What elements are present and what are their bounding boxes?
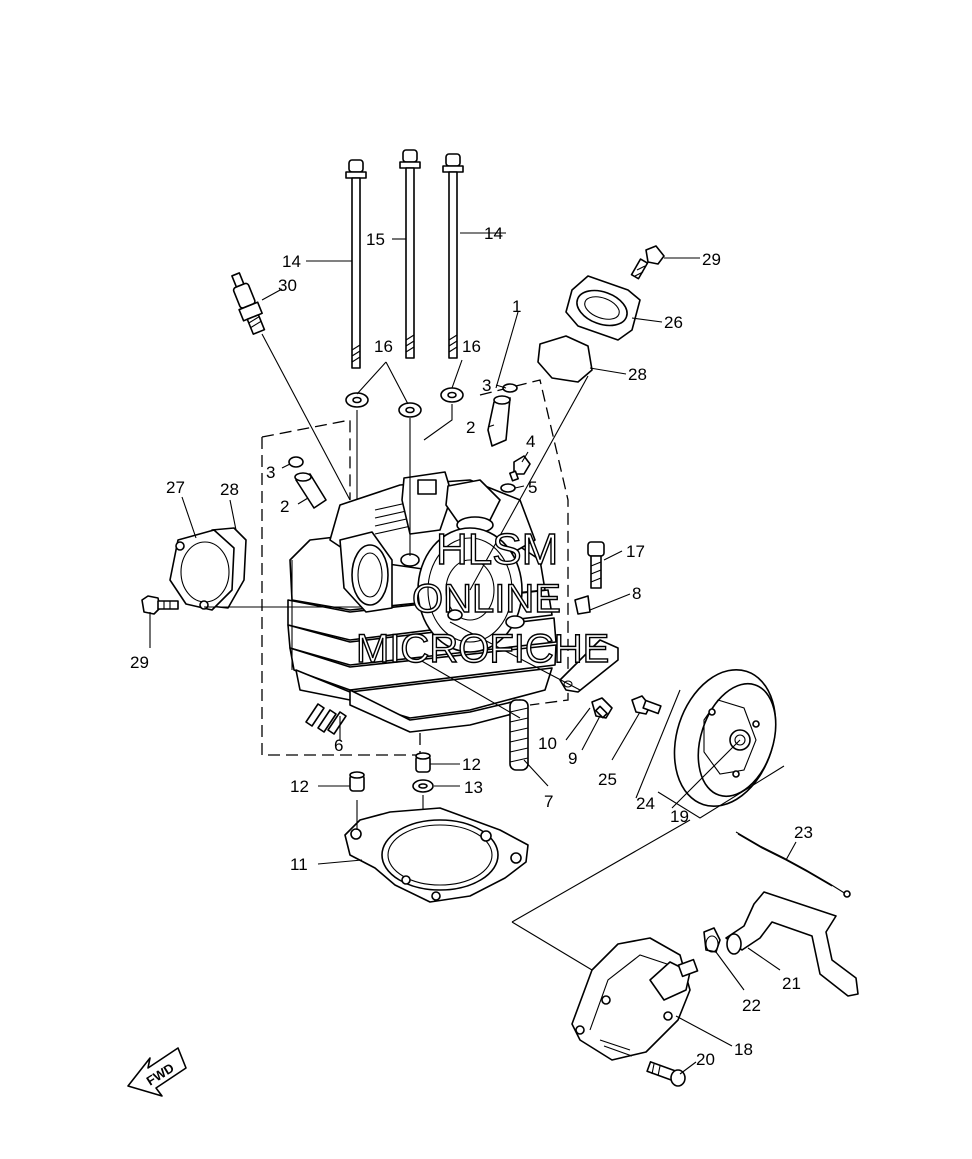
callout-14-right: 14 [484, 224, 503, 243]
bolt-4[interactable] [509, 455, 531, 482]
callout-2-left: 2 [280, 497, 289, 516]
assembly-boundary [261, 379, 569, 756]
callout-6: 6 [334, 736, 343, 755]
watermark-line1: HLSM [436, 525, 558, 574]
callout-16-left: 16 [374, 337, 393, 356]
callout-3-right: 3 [482, 376, 491, 395]
callout-2-right: 2 [466, 418, 475, 437]
dowel-pins-6[interactable] [305, 703, 347, 735]
callout-29-right: 29 [702, 250, 721, 269]
watermark-line2: ONLINE [412, 577, 561, 621]
spring-7[interactable] [509, 699, 529, 771]
callout-10: 10 [538, 734, 557, 753]
callout-21: 21 [782, 974, 801, 993]
group-line-19 [657, 765, 785, 819]
callout-14-left: 14 [282, 252, 301, 271]
callout-29-left: 29 [130, 653, 149, 672]
dowel-12-left[interactable] [349, 771, 365, 792]
group-line-18 [511, 819, 691, 971]
bracket-8[interactable] [559, 595, 619, 693]
callout-26: 26 [664, 313, 683, 332]
callout-23: 23 [794, 823, 813, 842]
cylinder-head[interactable] [287, 471, 557, 733]
valve-guide-right[interactable] [487, 395, 511, 447]
callout-17: 17 [626, 542, 645, 561]
valve-cover-27[interactable] [169, 529, 235, 611]
washer-16-middle[interactable] [398, 402, 422, 418]
callout-7: 7 [544, 792, 553, 811]
spark-plug[interactable] [226, 271, 268, 336]
callout-22: 22 [742, 996, 761, 1015]
breather-hose-21[interactable] [725, 891, 859, 997]
bolt-17[interactable] [587, 541, 605, 589]
bolt-20[interactable] [646, 1061, 686, 1087]
circlip-right[interactable] [502, 383, 518, 393]
callout-12-right: 12 [462, 755, 481, 774]
washer-16-left[interactable] [345, 392, 369, 408]
bolt-25[interactable] [631, 695, 662, 715]
callout-20: 20 [696, 1050, 715, 1069]
circlip-left[interactable] [288, 456, 304, 468]
valve-guide-left[interactable] [294, 472, 327, 509]
callout-28-left: 28 [220, 480, 239, 499]
leader-lines [149, 232, 797, 1075]
head-bolt-right[interactable] [442, 153, 464, 359]
bolt-29-right[interactable] [630, 245, 665, 280]
fwd-arrow-icon: FWD [127, 1047, 187, 1097]
cable-band-23[interactable] [735, 831, 851, 898]
callout-8: 8 [632, 584, 641, 603]
callout-25: 25 [598, 770, 617, 789]
washer-16-right[interactable] [440, 387, 464, 403]
callout-1: 1 [512, 297, 521, 316]
bolt-29-left[interactable] [141, 595, 179, 615]
gasket-28-right[interactable] [537, 335, 593, 383]
callout-28-right: 28 [628, 365, 647, 384]
callout-15: 15 [366, 230, 385, 249]
head-bolt-left[interactable] [345, 159, 367, 369]
callout-3-left: 3 [266, 463, 275, 482]
callout-4: 4 [526, 432, 535, 451]
callout-11: 11 [290, 855, 308, 874]
callout-12-left: 12 [290, 777, 309, 796]
callout-30: 30 [278, 276, 297, 295]
head-gasket[interactable] [344, 807, 529, 903]
head-bolt-middle[interactable] [399, 149, 421, 359]
callout-9: 9 [568, 749, 577, 768]
cover-26[interactable] [565, 275, 641, 341]
callout-13: 13 [464, 778, 483, 797]
clip-22[interactable] [703, 927, 721, 953]
breather-cover-18[interactable] [571, 937, 699, 1061]
callout-19: 19 [670, 807, 689, 826]
callout-18: 18 [734, 1040, 753, 1059]
cover-19[interactable] [658, 657, 793, 820]
dowel-12-right[interactable] [415, 752, 431, 773]
washer-5[interactable] [500, 483, 516, 493]
callout-5: 5 [528, 478, 537, 497]
washer-13[interactable] [412, 779, 434, 793]
watermark-line3: MICROFICHE [356, 627, 609, 671]
callout-16-right: 16 [462, 337, 481, 356]
callout-27: 27 [166, 478, 185, 497]
callout-24: 24 [636, 794, 655, 813]
bolt-9[interactable] [591, 697, 613, 719]
